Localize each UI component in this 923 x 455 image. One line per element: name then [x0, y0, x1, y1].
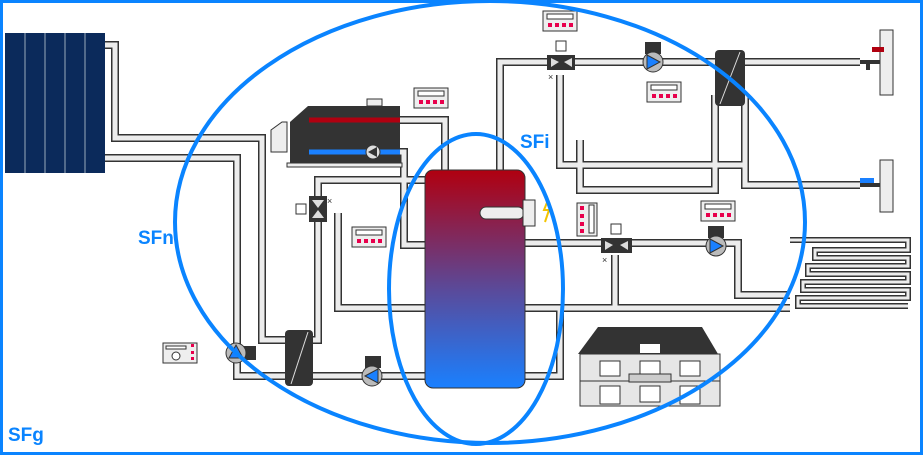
- controller-display-icon: [646, 81, 682, 103]
- controller-display-icon: [413, 87, 449, 109]
- controller-display-icon: [542, 10, 578, 32]
- three-way-valve-icon: ×: [547, 40, 575, 82]
- svg-text:×: ×: [327, 196, 332, 206]
- storage-tank: [424, 169, 551, 389]
- vertical-display-icon: [576, 202, 598, 237]
- three-way-valve-icon: ×: [601, 223, 632, 265]
- controller-display-icon: [351, 226, 387, 248]
- svg-text:×: ×: [602, 255, 607, 265]
- hot-water-tap-icon: [860, 29, 894, 96]
- label-sfn: SFn: [138, 228, 174, 249]
- svg-text:×: ×: [548, 72, 553, 82]
- house-icon: [578, 327, 721, 407]
- pump-icon: [705, 226, 727, 257]
- controller-display-icon: [700, 200, 736, 222]
- inner-boundary: [387, 132, 565, 446]
- three-way-valve-icon: ×: [295, 196, 332, 222]
- label-sfi: SFi: [520, 132, 550, 153]
- heat-exchanger-solar: [285, 330, 313, 386]
- solar-collector: [5, 33, 105, 173]
- pump-controller-icon: [162, 342, 198, 364]
- label-sfg: SFg: [8, 425, 44, 446]
- pump-icon: [361, 356, 383, 387]
- boiler: [270, 98, 403, 168]
- cold-water-tap-icon: [860, 159, 894, 213]
- pump-icon: [642, 42, 664, 73]
